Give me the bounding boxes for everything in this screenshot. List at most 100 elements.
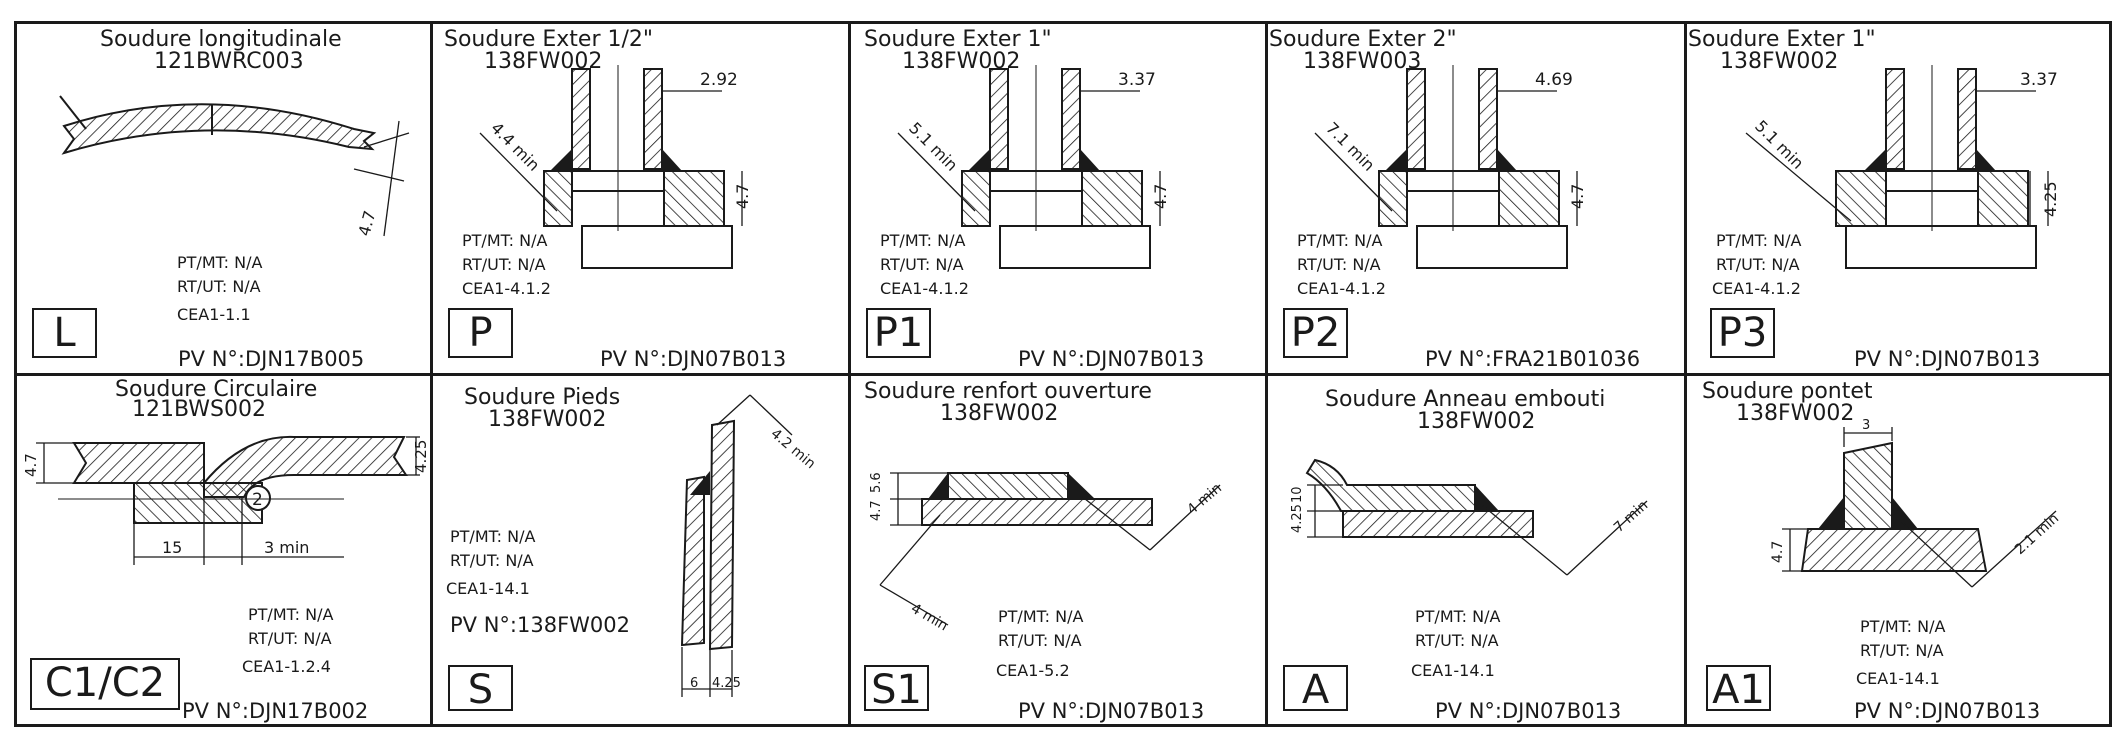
weld-cell-a: Soudure Anneau embouti 138FW002 4.25 10 … — [1267, 375, 1684, 727]
cell-subtitle: 138FW002 — [1736, 401, 1855, 426]
reference-note: CEA1-14.1 — [1411, 661, 1495, 680]
dimension-label: 3 min — [264, 538, 309, 557]
weld-cell-s1: Soudure renfort ouverture 138FW002 4.7 5… — [850, 375, 1266, 727]
pv-number: PV N°:138FW002 — [450, 613, 630, 637]
cell-subtitle: 138FW002 — [488, 407, 607, 432]
dimension-label: 3 — [1862, 418, 1870, 433]
weld-cell-p2: Soudure Exter 2" 138FW003 4.69 4.7 7.1 m… — [1267, 21, 1684, 373]
rt-ut-note: RT/UT: N/A — [998, 631, 1082, 650]
pv-number: PV N°:DJN07B013 — [1018, 347, 1205, 371]
dimension-label: 15 — [162, 538, 182, 557]
dimension-label: 3.37 — [2020, 70, 2058, 90]
weld-cell-s: Soudure Pieds 138FW002 4.2 min 6 4.25 PT… — [432, 375, 848, 727]
row-divider — [14, 373, 2112, 376]
dimension-label: 4.69 — [1535, 70, 1573, 90]
reference-note: CEA1-4.1.2 — [1712, 279, 1801, 298]
column-divider — [848, 21, 851, 727]
cell-subtitle: 138FW002 — [1720, 49, 1839, 74]
pt-mt-note: PT/MT: N/A — [1860, 617, 1946, 636]
pv-number: PV N°:DJN07B013 — [600, 347, 787, 371]
pt-mt-note: PT/MT: N/A — [998, 607, 1084, 626]
weld-cell-p1: Soudure Exter 1" 138FW002 3.37 4.7 5.1 m… — [850, 21, 1266, 373]
cell-subtitle: 138FW002 — [1417, 409, 1536, 434]
dimension-label: 4.25 — [712, 676, 741, 691]
rt-ut-note: RT/UT: N/A — [248, 629, 332, 648]
column-divider — [1265, 21, 1268, 727]
weld-code-box: S1 — [864, 665, 929, 713]
dimension-label: 4.7 — [1770, 541, 1786, 563]
cell-subtitle: 121BWS002 — [132, 397, 267, 422]
dimension-label: 4 min — [908, 601, 950, 635]
dimension-label: 4.7 — [1568, 184, 1587, 209]
reference-note: CEA1-4.1.2 — [1297, 279, 1386, 298]
weld-drawing: 4.7 5.6 4 min 4 min — [869, 472, 1225, 635]
weld-code-box: P1 — [866, 308, 931, 358]
pt-mt-note: PT/MT: N/A — [1415, 607, 1501, 626]
rt-ut-note: RT/UT: N/A — [1297, 255, 1381, 274]
reference-note: CEA1-1.2.4 — [242, 657, 331, 676]
column-divider — [430, 21, 433, 727]
weld-code-box: A — [1283, 665, 1348, 713]
cell-title: Soudure Exter 2" — [1269, 27, 1457, 52]
weld-code-box: A1 — [1706, 665, 1771, 713]
weld-code-box: P3 — [1710, 308, 1775, 358]
pv-number: PV N°:DJN07B013 — [1018, 699, 1205, 723]
cell-title: Soudure Exter 1" — [864, 27, 1052, 52]
weld-drawing: 3 4.7 2.1 min — [1770, 418, 2062, 588]
pt-mt-note: PT/MT: N/A — [1716, 231, 1802, 250]
pv-number: PV N°:DJN07B013 — [1435, 699, 1622, 723]
weld-code-box: C1/C2 — [30, 658, 180, 710]
pt-mt-note: PT/MT: N/A — [248, 605, 334, 624]
weld-code-box: S — [448, 665, 513, 713]
pt-mt-note: PT/MT: N/A — [450, 527, 536, 546]
pt-mt-note: PT/MT: N/A — [462, 231, 548, 250]
pv-number: PV N°:DJN17B002 — [182, 699, 369, 723]
weld-cell-c1-c2: Soudure Circulaire 121BWS002 2 4.7 4.25 … — [14, 375, 430, 727]
dimension-label: 4.7 — [733, 184, 752, 209]
rt-ut-note: RT/UT: N/A — [1860, 641, 1944, 660]
dimension-label: 4.7 — [22, 453, 40, 477]
callout-number: 2 — [252, 490, 263, 510]
cell-title: Soudure Circulaire — [115, 377, 318, 402]
dimension-label: 4.7 — [869, 500, 884, 521]
cell-title: Soudure Anneau embouti — [1325, 387, 1606, 412]
dimension-label: 5.6 — [869, 472, 884, 493]
weld-drawing: 4.69 4.7 7.1 min — [1314, 65, 1587, 269]
dimension-label: 2.1 min — [2012, 511, 2062, 558]
weld-drawing: 4.2 min 6 4.25 — [680, 394, 818, 697]
weld-cell-a1: Soudure pontet 138FW002 3 4.7 2.1 min PT… — [1686, 375, 2110, 727]
dimension-label: 7.1 min — [1322, 118, 1378, 174]
pt-mt-note: PT/MT: N/A — [1297, 231, 1383, 250]
column-divider — [1684, 21, 1687, 727]
cell-title: Soudure longitudinale — [100, 27, 342, 52]
dimension-label: 4 min — [1184, 480, 1225, 518]
reference-note: CEA1-14.1 — [1856, 669, 1940, 688]
weld-drawing: 2.92 4.7 4.4 min — [479, 65, 752, 269]
dimension-label: 4.7 — [355, 209, 380, 239]
pv-number: PV N°:DJN07B013 — [1854, 699, 2041, 723]
reference-note: CEA1-1.1 — [177, 305, 251, 324]
cell-title: Soudure pontet — [1702, 379, 1873, 404]
dimension-label: 4.2 min — [767, 426, 818, 472]
dimension-label: 4.7 — [1151, 184, 1170, 209]
weld-drawing: 4.25 10 7 min — [1290, 458, 1651, 576]
weld-cell-p: Soudure Exter 1/2" 138FW002 2.92 4.7 4.4… — [432, 21, 848, 373]
pv-number: PV N°:DJN17B005 — [178, 347, 365, 371]
pv-number: PV N°:FRA21B01036 — [1425, 347, 1641, 371]
dimension-label: 4.25 — [2041, 181, 2060, 217]
dimension-label: 6 — [690, 676, 698, 691]
reference-note: CEA1-4.1.2 — [880, 279, 969, 298]
rt-ut-note: RT/UT: N/A — [1716, 255, 1800, 274]
dimension-label: 7 min — [1611, 497, 1651, 535]
pv-number: PV N°:DJN07B013 — [1854, 347, 2041, 371]
pt-mt-note: PT/MT: N/A — [177, 253, 263, 272]
dimension-label: 2.92 — [700, 70, 738, 90]
weld-drawing: 4.7 — [59, 95, 410, 239]
dimension-label: 4.25 — [412, 440, 430, 473]
dimension-label: 10 — [1290, 486, 1305, 503]
pt-mt-note: PT/MT: N/A — [880, 231, 966, 250]
cell-title: Soudure Exter 1/2" — [444, 27, 654, 52]
cell-title: Soudure Exter 1" — [1688, 27, 1876, 52]
cell-subtitle: 138FW003 — [1303, 49, 1422, 74]
